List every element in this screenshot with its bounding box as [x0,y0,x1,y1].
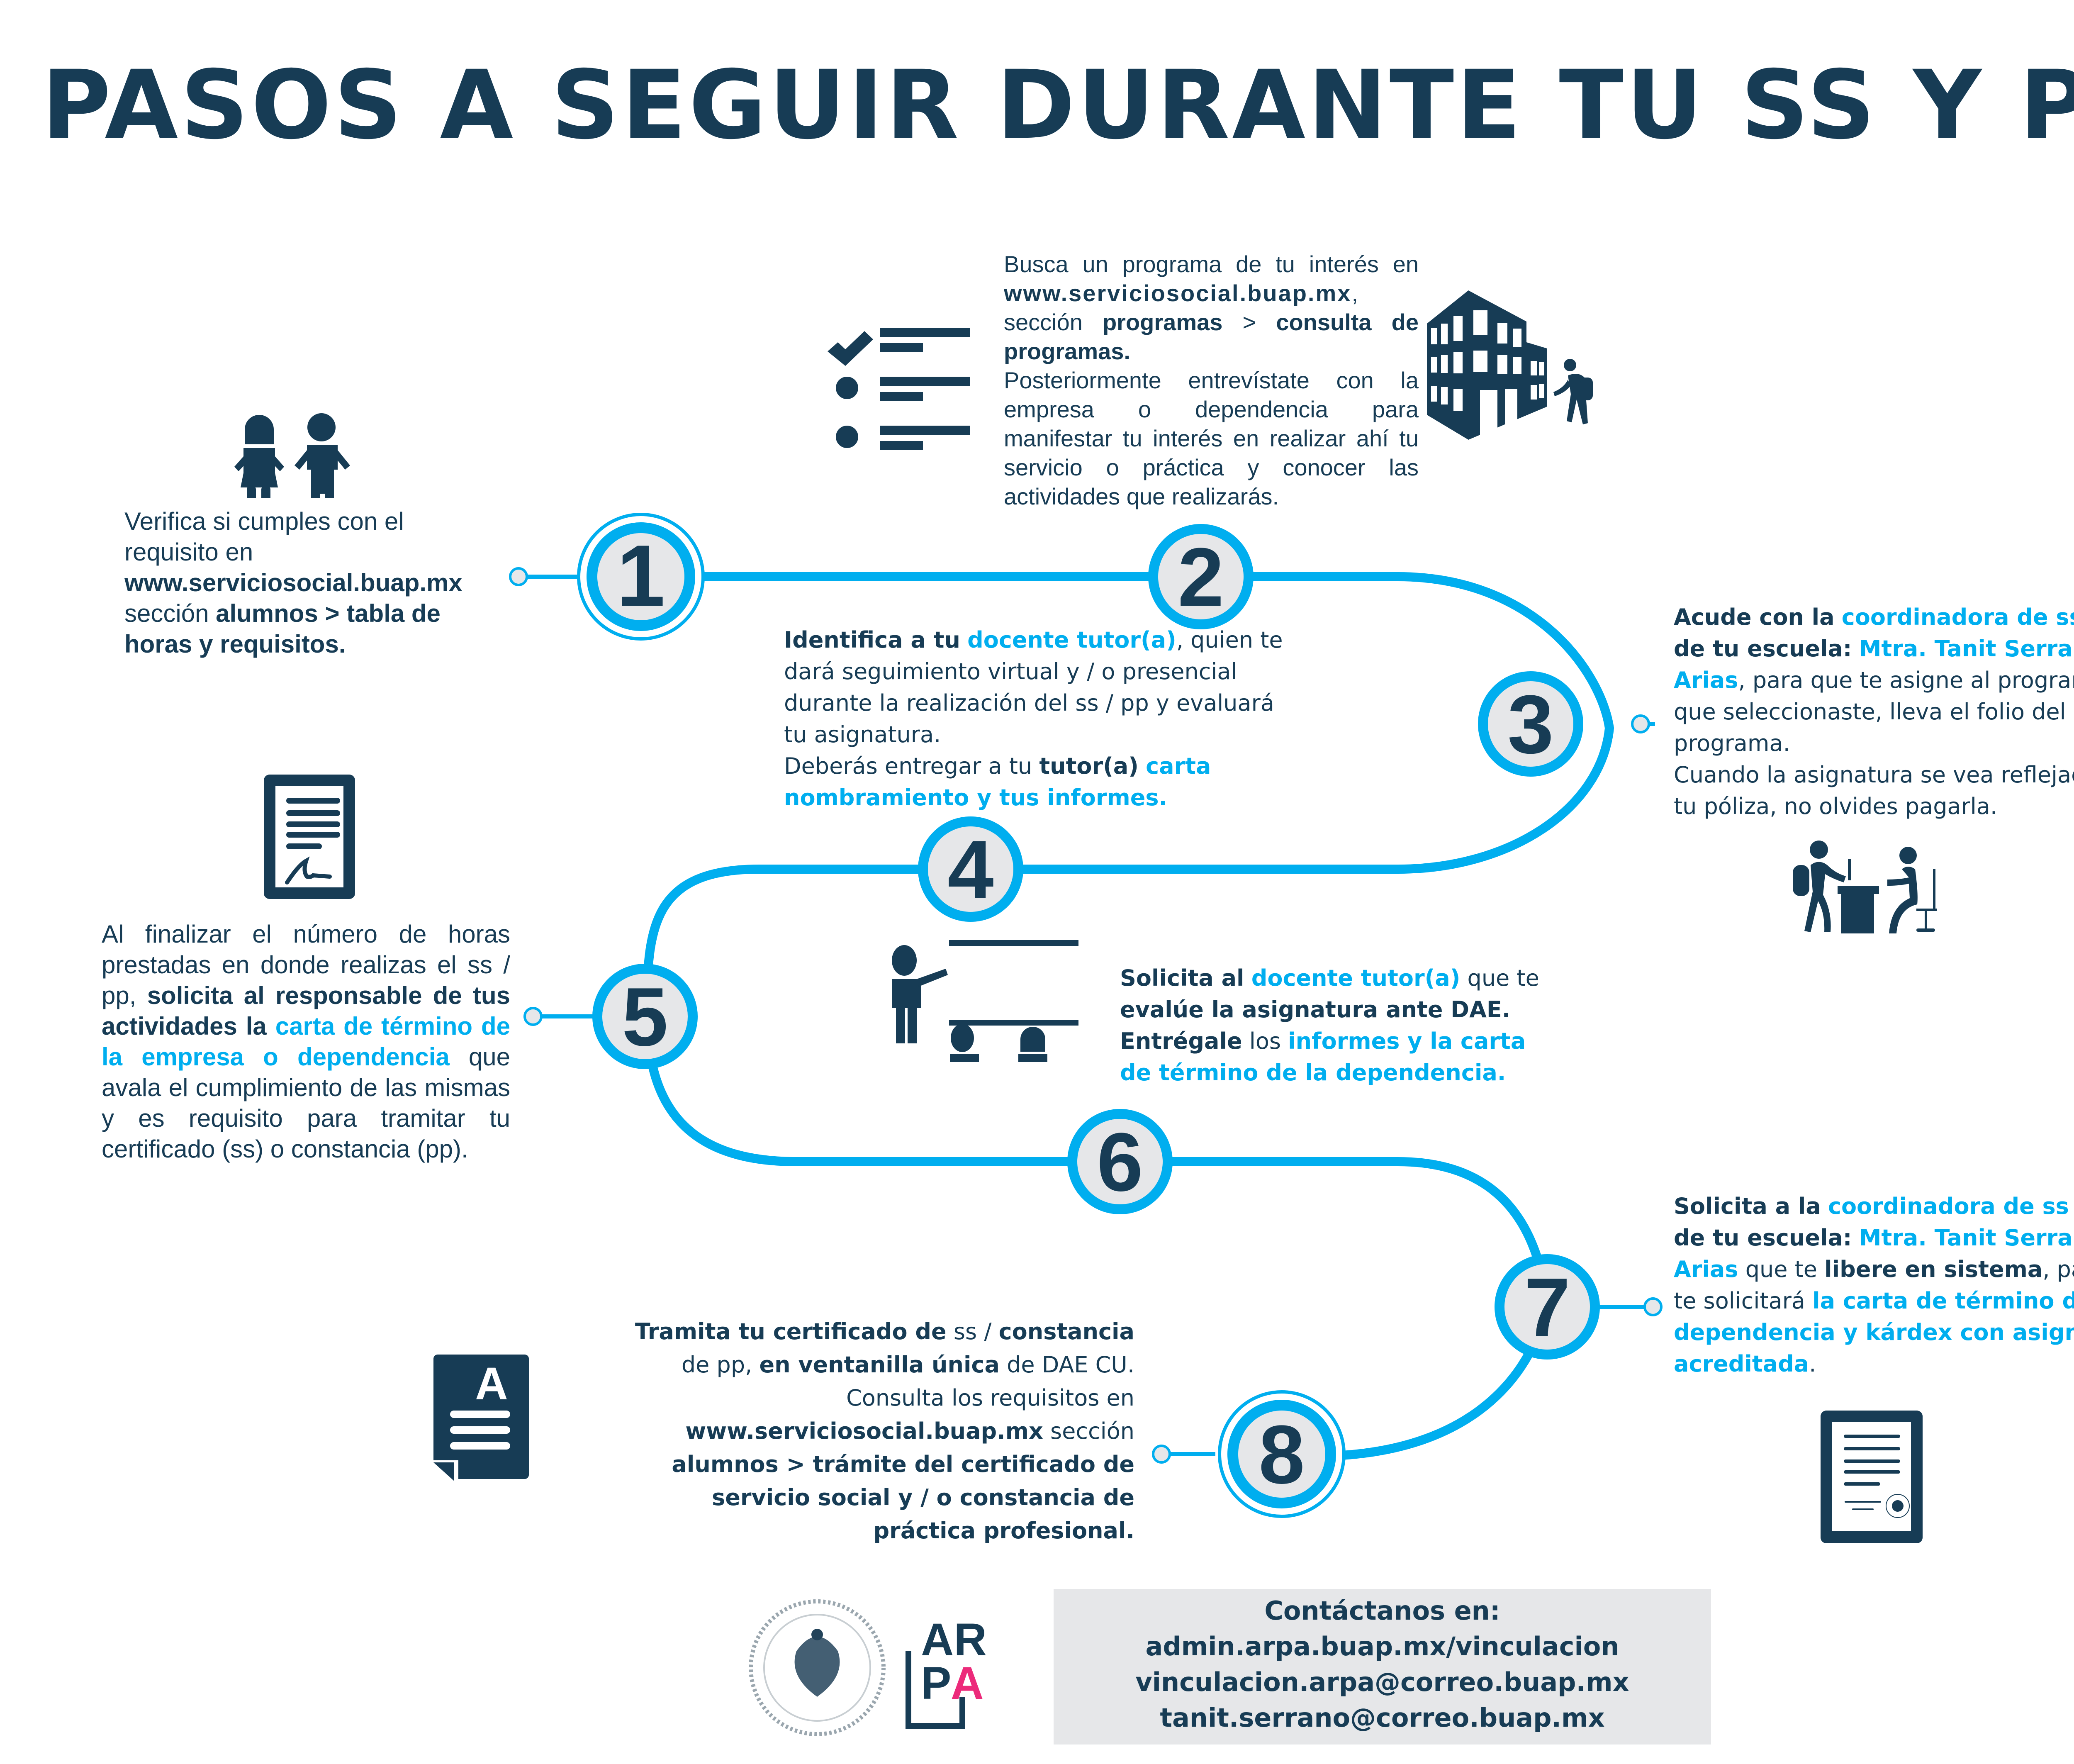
connector-dot-7 [1643,1297,1663,1316]
step-8-url[interactable]: www.serviciosocial.buap.mx [685,1418,1043,1444]
step-5-text: Al finalizar el número de horas prestada… [102,920,511,1163]
checklist-icon [828,328,970,450]
svg-text:4: 4 [947,824,993,916]
contact-box: Contáctanos en: admin.arpa.buap.mx/vincu… [1054,1589,1711,1745]
classroom-teacher-icon [892,940,1078,1062]
svg-text:1: 1 [617,527,665,624]
step-4-text: Identifica a tu docente tutor(a), quien … [784,627,1283,811]
step-circle-6: 6 [1067,1109,1173,1214]
connector-dot-8 [1152,1445,1171,1464]
connector-dot-5 [523,1007,543,1026]
connector-dot-3 [1631,714,1650,733]
step-circle-1: 1 [577,513,705,641]
svg-text:3: 3 [1507,678,1553,771]
step-circle-2: 2 [1148,524,1254,629]
step-circle-4: 4 [918,816,1023,922]
signed-document-icon [264,775,355,899]
step-7-text: Solicita a la coordinadora de ss / pp de… [1674,1193,2074,1377]
step-circle-3: 3 [1478,671,1583,777]
svg-text:8: 8 [1259,1408,1305,1501]
svg-text:2: 2 [1178,531,1224,624]
step-2-url[interactable]: www.serviciosocial.buap.mx [1004,280,1352,306]
step-6-text: Solicita al docente tutor(a) que te eval… [1120,965,1539,1086]
svg-text:P: P [921,1658,951,1709]
arpa-logo: AR P A [906,1614,987,1729]
office-meeting-icon [1793,841,1937,933]
document-a-icon: A [433,1355,529,1481]
page-title: PASOS A SEGUIR DURANTE TU SS Y PP [41,50,2074,160]
step-circle-5: 5 [592,964,698,1069]
step-circle-7: 7 [1495,1254,1600,1360]
step-2-text: Busca un programa de tu interés en www.s… [1004,251,1419,509]
step-circle-8: 8 [1218,1390,1346,1518]
students-icon [234,413,350,498]
step-1-text: Verifica si cumples con el requisito en … [124,507,463,658]
sealed-certificate-icon [1821,1411,1923,1543]
contact-email-vinculacion[interactable]: vinculacion.arpa@correo.buap.mx [1135,1667,1629,1697]
connector-dot-1 [509,567,528,586]
svg-text:AR: AR [921,1614,987,1665]
svg-text:7: 7 [1524,1261,1570,1354]
contact-website-link[interactable]: admin.arpa.buap.mx/vinculacion [1145,1631,1619,1662]
buap-seal-logo [749,1599,886,1736]
step-1-url[interactable]: www.serviciosocial.buap.mx [124,569,463,597]
contact-heading: Contáctanos en: [1264,1596,1500,1626]
svg-text:5: 5 [622,971,668,1063]
svg-text:A: A [951,1658,983,1709]
step-8-text: Tramita tu certificado de ss / constanci… [635,1318,1134,1544]
svg-text:A: A [475,1358,508,1409]
contact-email-tanit[interactable]: tanit.serrano@correo.buap.mx [1160,1703,1605,1733]
building-visitor-icon [1427,290,1593,440]
step-3-text: Acude con la coordinadora de ss / pp de … [1674,604,2074,819]
svg-text:6: 6 [1097,1116,1143,1208]
